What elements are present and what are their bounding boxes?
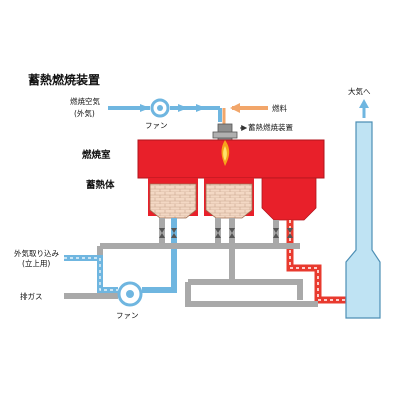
combustion-chamber <box>137 139 325 179</box>
regenerator-bed-1 <box>148 178 198 219</box>
regenerator-bed-2 <box>204 178 254 219</box>
to-atmosphere-label: 大気へ <box>348 86 371 96</box>
fan-bottom-icon <box>117 281 143 307</box>
outside-air-label: (外気) <box>74 108 95 118</box>
combustion-air-line <box>108 104 222 122</box>
fan-bottom-label: ファン <box>116 311 139 320</box>
regenerator-label: 蓄熱体 <box>86 179 115 191</box>
exhaust-gas-label: 排ガス <box>20 291 43 301</box>
fuel-line <box>222 103 268 124</box>
fan-top-icon <box>150 98 170 118</box>
fuel-label: 燃料 <box>272 103 287 113</box>
valve-icons <box>159 228 293 238</box>
burner-label: 蓄熱燃焼装置 <box>248 122 293 132</box>
intake-air-line <box>64 255 177 293</box>
fan-top-label: ファン <box>145 121 168 130</box>
combustion-air-label: 燃焼空気 <box>70 96 100 106</box>
diagram-title: 蓄熱燃焼装置 <box>28 72 100 87</box>
regenerator-bed-3 <box>261 177 317 221</box>
intake-label-line2: (立上用) <box>22 258 50 268</box>
flame-icon <box>221 140 230 166</box>
combustion-chamber-label: 燃焼室 <box>82 149 111 161</box>
gray-collector-ducts <box>97 242 318 307</box>
intake-label-line1: 外気取り込み <box>14 248 59 258</box>
exhaust-stack <box>345 99 381 319</box>
burner-icon <box>212 123 248 141</box>
